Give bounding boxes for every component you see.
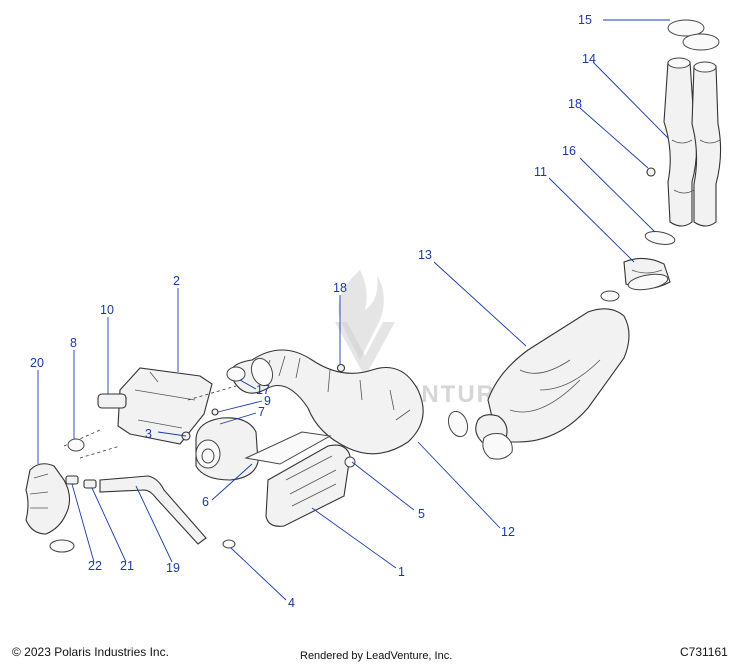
inlet-10[interactable] [97, 393, 127, 409]
cover-1[interactable] [265, 444, 351, 527]
callout-10[interactable]: 10 [100, 303, 114, 317]
duct-12[interactable] [230, 349, 424, 455]
copyright-text: © 2023 Polaris Industries Inc. [12, 645, 169, 659]
callout-4[interactable]: 4 [288, 596, 295, 610]
callout-17[interactable]: 17 [256, 383, 270, 397]
rendered-by-text: Rendered by LeadVenture, Inc. [300, 650, 453, 662]
callout-14[interactable]: 14 [582, 52, 596, 66]
callout-15[interactable]: 15 [578, 13, 592, 27]
leader-lines [37, 19, 670, 601]
fastener-18-upper[interactable] [646, 167, 656, 177]
tube-assembly-14[interactable] [663, 57, 722, 227]
clamp-8[interactable] [67, 438, 85, 452]
filter-7[interactable] [195, 417, 259, 481]
fitting-22[interactable] [65, 475, 79, 485]
callout-13[interactable]: 13 [418, 248, 432, 262]
fastener-9[interactable] [211, 408, 219, 416]
callout-18-upper[interactable]: 18 [568, 97, 582, 111]
clamp-4[interactable] [222, 539, 236, 549]
clamp-16[interactable] [644, 229, 676, 246]
fastener-18-lower[interactable] [336, 363, 346, 373]
gasket-6[interactable] [244, 431, 332, 465]
callouts: 15 14 18 16 11 13 18 2 10 8 20 17 9 7 3 … [30, 13, 596, 610]
clamp-17[interactable] [226, 366, 246, 382]
fitting-21[interactable] [83, 479, 97, 489]
duct-13[interactable] [475, 308, 630, 460]
callout-8[interactable]: 8 [70, 336, 77, 350]
callout-11[interactable]: 11 [534, 165, 547, 179]
coupler-11[interactable] [623, 257, 671, 292]
callout-2[interactable]: 2 [173, 274, 180, 288]
callout-16[interactable]: 16 [562, 144, 576, 158]
callout-21[interactable]: 21 [120, 559, 134, 573]
clamp-5[interactable] [344, 456, 356, 468]
pipe-19[interactable] [99, 475, 207, 545]
callout-7[interactable]: 7 [258, 405, 265, 419]
clamp-13-end[interactable] [445, 409, 471, 440]
clamp-15[interactable] [667, 19, 720, 51]
callout-6[interactable]: 6 [202, 495, 209, 509]
hose-20[interactable] [25, 463, 75, 553]
callout-22[interactable]: 22 [88, 559, 102, 573]
callout-5[interactable]: 5 [418, 507, 425, 521]
callout-12[interactable]: 12 [501, 525, 515, 539]
callout-1[interactable]: 1 [398, 565, 405, 579]
callout-18-lower[interactable]: 18 [333, 281, 347, 295]
callout-9[interactable]: 9 [264, 394, 271, 408]
clamp-11-lower[interactable] [600, 290, 620, 302]
callout-3[interactable]: 3 [145, 427, 152, 441]
diagram-code: C731161 [680, 645, 728, 659]
callout-19[interactable]: 19 [166, 561, 180, 575]
callout-20[interactable]: 20 [30, 356, 44, 370]
